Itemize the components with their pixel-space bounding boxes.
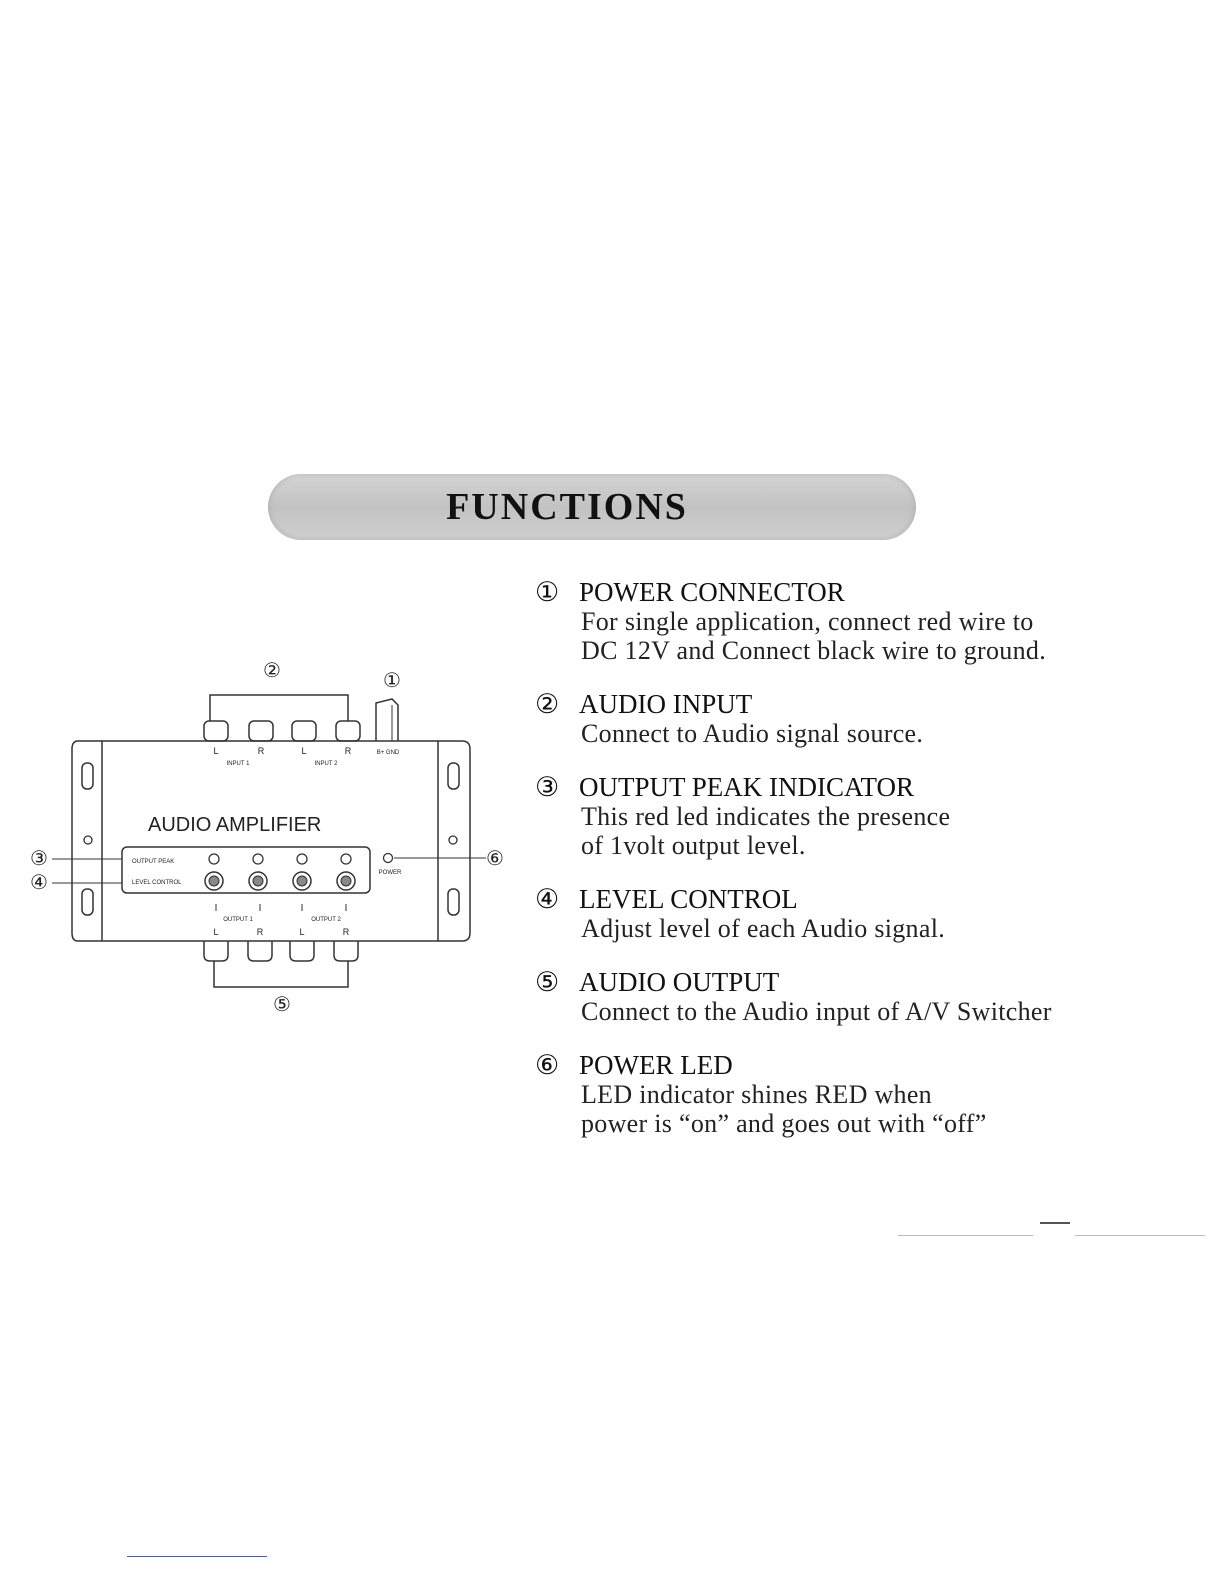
right-slot-bottom bbox=[447, 888, 460, 916]
section-banner: FUNCTIONS bbox=[268, 474, 916, 540]
device-title: AUDIO AMPLIFIER bbox=[148, 814, 321, 836]
top-label-1: L bbox=[213, 746, 218, 756]
left-hole bbox=[83, 835, 93, 845]
function-item-power-led: ⑥ POWER LED LED indicator shines RED when… bbox=[535, 1051, 1175, 1139]
power-connector bbox=[375, 698, 399, 741]
bottom-rule bbox=[127, 1556, 267, 1557]
footer-mark bbox=[1040, 1216, 1070, 1224]
function-item-output-peak: ③ OUTPUT PEAK INDICATOR This red led indi… bbox=[535, 773, 1175, 861]
function-description: Connect to the Audio input of A/V Switch… bbox=[581, 997, 1052, 1026]
control-panel bbox=[121, 846, 371, 894]
level-knob-2 bbox=[248, 871, 268, 891]
amplifier-housing bbox=[101, 740, 439, 942]
function-description: Adjust level of each Audio signal. bbox=[581, 914, 946, 943]
callout-3: ③ bbox=[30, 848, 48, 870]
level-knob-3 bbox=[292, 871, 312, 891]
output-jack-1 bbox=[203, 941, 229, 962]
function-description: Connect to Audio signal source. bbox=[581, 719, 924, 748]
level-row-label: LEVEL CONTROL bbox=[132, 880, 182, 886]
function-heading: ⑤ AUDIO OUTPUT bbox=[535, 968, 1175, 997]
peak-row-label: OUTPUT PEAK bbox=[132, 859, 174, 865]
output-jack-3 bbox=[289, 941, 315, 962]
callout-1: ① bbox=[383, 670, 401, 692]
function-heading: ① POWER CONNECTOR bbox=[535, 578, 1175, 607]
output-jack-2 bbox=[247, 941, 273, 962]
right-hole bbox=[448, 835, 458, 845]
function-description: of 1volt output level. bbox=[581, 831, 806, 860]
input-jack-1 bbox=[203, 720, 229, 742]
power-led bbox=[382, 852, 394, 864]
function-number: ⑥ bbox=[535, 1050, 560, 1080]
input-bracket bbox=[209, 694, 349, 721]
callout-2: ② bbox=[263, 660, 281, 682]
function-heading: ⑥ POWER LED bbox=[535, 1051, 1175, 1080]
function-description: power is “on” and goes out with “off” bbox=[581, 1109, 987, 1138]
amplifier-diagram: ② ① L R L R INPUT 1 INPUT 2 B+ GND AUDIO… bbox=[30, 660, 504, 1016]
top-label-3: L bbox=[301, 746, 306, 756]
right-slot-top bbox=[447, 762, 460, 790]
input-2-label: INPUT 2 bbox=[315, 761, 339, 767]
function-list: ① POWER CONNECTOR For single application,… bbox=[535, 578, 1175, 1163]
section-title: FUNCTIONS bbox=[446, 486, 688, 528]
output-1-label: OUTPUT 1 bbox=[223, 917, 253, 923]
function-title: AUDIO OUTPUT bbox=[579, 967, 780, 997]
function-number: ② bbox=[535, 689, 560, 719]
function-heading: ④ LEVEL CONTROL bbox=[535, 885, 1175, 914]
function-item-audio-input: ② AUDIO INPUT Connect to Audio signal sou… bbox=[535, 690, 1175, 749]
power-connector-label: B+ GND bbox=[377, 750, 400, 756]
function-number: ④ bbox=[535, 884, 560, 914]
input-jack-3 bbox=[291, 720, 317, 742]
bottom-label-2: R bbox=[257, 927, 264, 937]
function-number: ⑤ bbox=[535, 967, 560, 997]
output-2-label: OUTPUT 2 bbox=[311, 917, 341, 923]
function-title: LEVEL CONTROL bbox=[579, 884, 798, 914]
function-item-power-connector: ① POWER CONNECTOR For single application,… bbox=[535, 578, 1175, 666]
left-flange bbox=[71, 740, 102, 942]
top-label-2: R bbox=[258, 746, 265, 756]
function-title: POWER LED bbox=[579, 1050, 733, 1080]
input-jack-2 bbox=[248, 720, 274, 742]
peak-led-2 bbox=[252, 853, 264, 865]
peak-led-1 bbox=[208, 853, 220, 865]
function-description: LED indicator shines RED when bbox=[581, 1080, 932, 1109]
output-jack-4 bbox=[333, 941, 359, 962]
callout-4: ④ bbox=[30, 872, 48, 894]
function-title: AUDIO INPUT bbox=[579, 689, 753, 719]
top-label-4: R bbox=[345, 746, 352, 756]
peak-led-3 bbox=[296, 853, 308, 865]
level-knob-4 bbox=[336, 871, 356, 891]
function-description: DC 12V and Connect black wire to ground. bbox=[581, 636, 1046, 665]
left-slot-top bbox=[81, 762, 94, 790]
bottom-label-4: R bbox=[343, 927, 350, 937]
output-bracket bbox=[213, 961, 349, 988]
left-slot-bottom bbox=[81, 888, 94, 916]
power-led-label: POWER bbox=[379, 870, 402, 876]
bottom-label-3: L bbox=[299, 927, 304, 937]
input-jack-4 bbox=[335, 720, 361, 742]
callout-5: ⑤ bbox=[273, 994, 291, 1016]
function-item-audio-output: ⑤ AUDIO OUTPUT Connect to the Audio input… bbox=[535, 968, 1175, 1027]
function-title: POWER CONNECTOR bbox=[579, 577, 845, 607]
function-heading: ③ OUTPUT PEAK INDICATOR bbox=[535, 773, 1175, 802]
function-item-level-control: ④ LEVEL CONTROL Adjust level of each Audi… bbox=[535, 885, 1175, 944]
function-description: This red led indicates the presence bbox=[581, 802, 951, 831]
bottom-label-1: L bbox=[213, 927, 218, 937]
footer-rule-right bbox=[1075, 1235, 1205, 1236]
input-1-label: INPUT 1 bbox=[227, 761, 251, 767]
level-knob-1 bbox=[204, 871, 224, 891]
function-heading: ② AUDIO INPUT bbox=[535, 690, 1175, 719]
peak-led-4 bbox=[340, 853, 352, 865]
function-number: ③ bbox=[535, 772, 560, 802]
function-number: ① bbox=[535, 577, 560, 607]
function-description: For single application, connect red wire… bbox=[581, 607, 1034, 636]
right-flange bbox=[438, 740, 471, 942]
callout-6: ⑥ bbox=[486, 848, 504, 870]
function-title: OUTPUT PEAK INDICATOR bbox=[579, 772, 915, 802]
footer-rule-left bbox=[898, 1235, 1033, 1236]
